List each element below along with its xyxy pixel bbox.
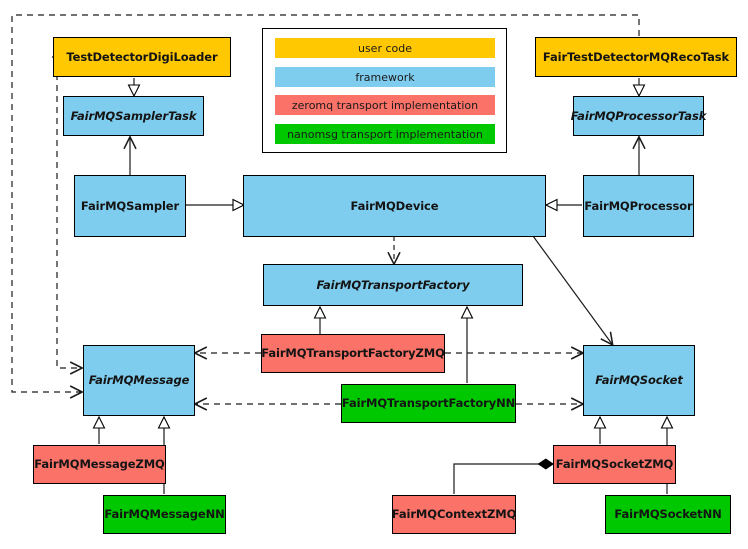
node-label: FairMQMessage xyxy=(88,373,190,388)
node-label: FairMQTransportFactory xyxy=(316,277,470,292)
node-fairmqsamplertask[interactable]: FairMQSamplerTask xyxy=(63,96,204,136)
edge-device-socket xyxy=(532,235,612,344)
node-label: FairMQProcessor xyxy=(584,198,693,213)
node-label: TestDetectorDigiLoader xyxy=(66,49,218,64)
node-label: FairMQMessageNN xyxy=(104,507,225,522)
edge-contextzmq-socketzmq xyxy=(453,458,555,494)
node-label: FairMQContextZMQ xyxy=(391,507,517,522)
legend-item-user-code: user code xyxy=(275,38,495,58)
node-label: FairMQTransportFactoryNN xyxy=(341,396,516,411)
legend-label: zeromq transport implementation xyxy=(291,98,479,112)
legend-item-nanomsg: nanomsg transport implementation xyxy=(275,124,495,144)
legend-label: nanomsg transport implementation xyxy=(287,127,483,141)
node-label: FairMQMessageZMQ xyxy=(34,457,165,472)
node-fairmqsocket[interactable]: FairMQSocket xyxy=(583,345,695,416)
node-label: FairTestDetectorMQRecoTask xyxy=(542,49,730,64)
node-label: FairMQSocketNN xyxy=(614,507,722,522)
node-label: FairMQSocketZMQ xyxy=(555,457,674,472)
node-fairmqmessage[interactable]: FairMQMessage xyxy=(83,345,195,416)
node-fairmqtransportfactoryzmq[interactable]: FairMQTransportFactoryZMQ xyxy=(261,334,445,373)
node-fairmqcontextzmq[interactable]: FairMQContextZMQ xyxy=(392,495,516,534)
node-fairmqsocketzmq[interactable]: FairMQSocketZMQ xyxy=(553,445,676,484)
node-fairmqmessagezmq[interactable]: FairMQMessageZMQ xyxy=(33,445,166,484)
node-label: FairMQDevice xyxy=(350,198,439,213)
node-label: FairMQSampler xyxy=(80,198,180,213)
node-fairmqtransportfactory[interactable]: FairMQTransportFactory xyxy=(263,264,523,306)
node-fairmqmessagenn[interactable]: FairMQMessageNN xyxy=(103,495,226,534)
node-label: FairMQTransportFactoryZMQ xyxy=(261,346,445,361)
legend-label: framework xyxy=(355,70,415,84)
node-label: FairMQSocket xyxy=(595,373,683,388)
node-fairtestdetectormqrecotask[interactable]: FairTestDetectorMQRecoTask xyxy=(535,37,737,77)
legend-label: user code xyxy=(357,41,413,55)
node-fairmqsampler[interactable]: FairMQSampler xyxy=(74,175,186,237)
node-fairmqprocessortask[interactable]: FairMQProcessorTask xyxy=(570,96,707,136)
node-label: FairMQSamplerTask xyxy=(70,108,197,123)
node-fairmqprocessor[interactable]: FairMQProcessor xyxy=(583,175,694,237)
node-label: FairMQProcessorTask xyxy=(570,108,707,123)
legend-panel: user code framework zeromq transport imp… xyxy=(262,28,507,153)
legend-item-zeromq: zeromq transport implementation xyxy=(275,95,495,115)
node-fairmqsocketnn[interactable]: FairMQSocketNN xyxy=(605,495,731,534)
legend-item-framework: framework xyxy=(275,67,495,87)
node-fairmqtransportfactorynn[interactable]: FairMQTransportFactoryNN xyxy=(341,384,516,423)
node-testdetectordigiloader[interactable]: TestDetectorDigiLoader xyxy=(53,37,231,77)
node-fairmqdevice[interactable]: FairMQDevice xyxy=(243,175,546,237)
